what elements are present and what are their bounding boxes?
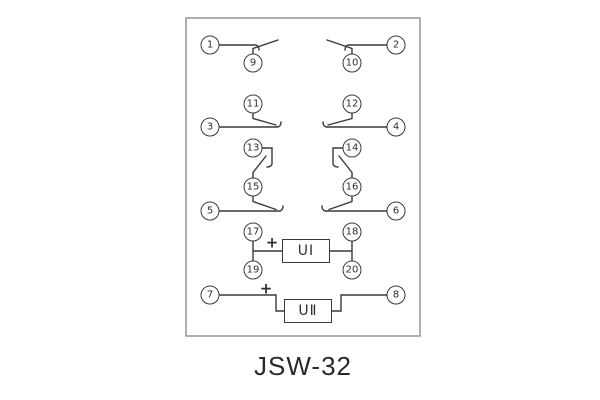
terminal-15: 15 [243,177,263,197]
unit2-wires [209,294,397,312]
terminal-11: 11 [243,94,263,114]
terminal-16: 16 [342,177,362,197]
terminal-20: 20 [342,260,362,280]
terminal-10: 10 [342,53,362,73]
terminal-14: 14 [342,138,362,158]
terminal-7: 7 [200,285,220,305]
terminal-12: 12 [342,94,362,114]
unit2-plus-sign: + [259,279,273,298]
terminal-6: 6 [386,201,406,221]
terminal-13: 13 [243,138,263,158]
unit1-plus-sign: + [265,233,279,252]
terminal-3: 3 [200,117,220,137]
terminal-1: 1 [200,35,220,55]
unit2-box: UⅡ [284,299,332,323]
diagram-title: JSW-32 [254,351,352,381]
terminal-17: 17 [243,222,263,242]
panel-border [185,17,421,337]
terminal-9: 9 [243,53,263,73]
terminal-8: 8 [386,285,406,305]
terminal-19: 19 [243,260,263,280]
terminal-4: 4 [386,117,406,137]
unit1-box: UⅠ [282,239,330,263]
terminal-5: 5 [200,201,220,221]
terminal-2: 2 [386,35,406,55]
terminal-18: 18 [342,222,362,242]
